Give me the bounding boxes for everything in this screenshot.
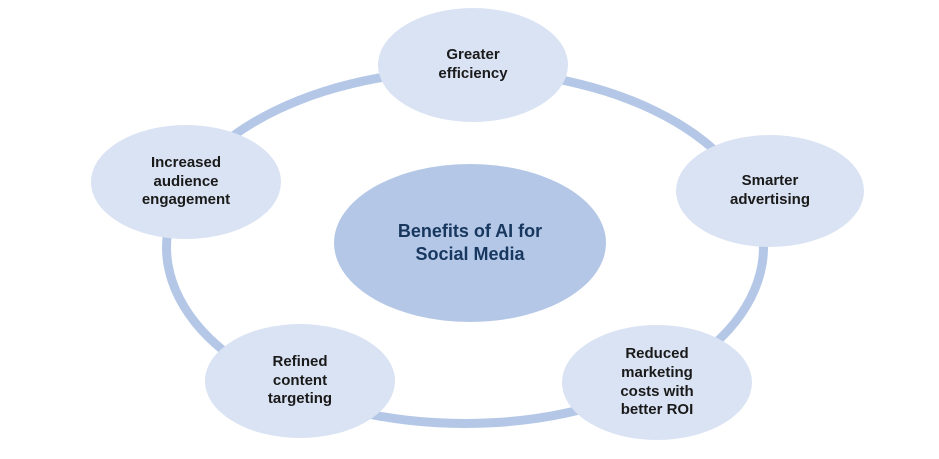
node-smarter-advertising: Smarter advertising bbox=[676, 135, 864, 247]
node-smarter-advertising-label: Smarter advertising bbox=[729, 172, 811, 208]
node-increased-audience-engagement: Increased audience engagement bbox=[91, 125, 281, 239]
node-greater-efficiency-label: Greater efficiency bbox=[438, 46, 508, 82]
node-refined-content-targeting: Refined content targeting bbox=[205, 324, 395, 438]
node-increased-audience-engagement-label: Increased audience engagement bbox=[141, 153, 231, 209]
center-node-label: Benefits of AI for Social Media bbox=[397, 220, 543, 264]
center-node-benefits-of-ai: Benefits of AI for Social Media bbox=[334, 164, 606, 322]
node-reduced-marketing-costs: Reduced marketing costs with better ROI bbox=[562, 325, 752, 440]
node-greater-efficiency: Greater efficiency bbox=[378, 8, 568, 122]
node-refined-content-targeting-label: Refined content targeting bbox=[267, 352, 333, 408]
node-reduced-marketing-costs-label: Reduced marketing costs with better ROI bbox=[620, 345, 694, 419]
